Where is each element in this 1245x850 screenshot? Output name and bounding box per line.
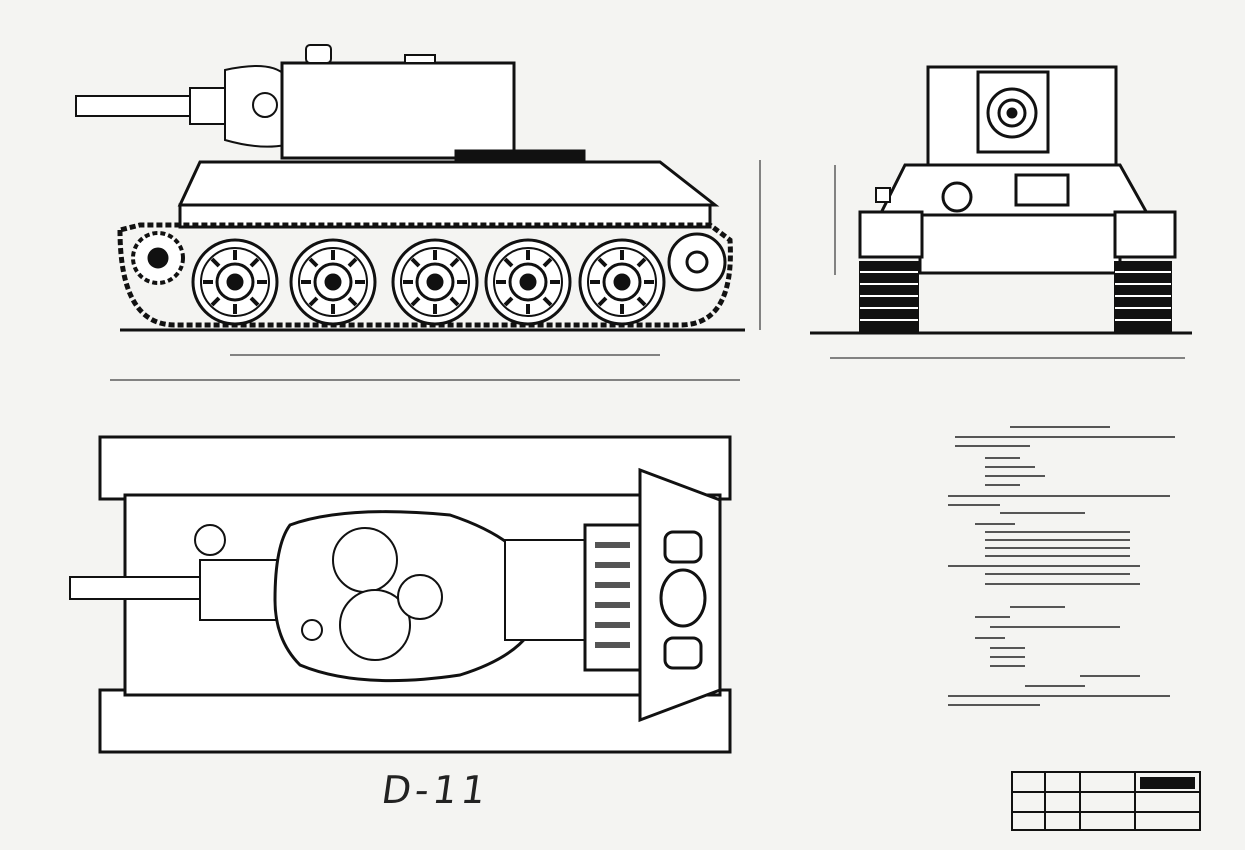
top-engine-deck [504, 539, 586, 641]
front-right-track [1113, 210, 1177, 333]
top-commander-hatch [332, 527, 398, 593]
top-view [69, 435, 732, 754]
side-track [117, 222, 733, 328]
front-view [810, 65, 1192, 359]
side-view [75, 44, 761, 381]
top-right-track [98, 688, 732, 754]
side-road-wheels [191, 238, 666, 326]
top-left-track [98, 435, 732, 501]
technical-notes-block [948, 426, 1175, 706]
title-block [1011, 771, 1201, 831]
front-hull [877, 163, 1151, 217]
drawing-label: D-11 [378, 768, 493, 812]
front-left-track [858, 210, 924, 333]
top-loader-hatch [339, 589, 411, 661]
side-hull [177, 160, 720, 207]
side-gun-barrel [75, 95, 197, 117]
side-idler-wheel [667, 232, 727, 292]
top-gun-barrel [69, 576, 206, 600]
side-turret [280, 61, 516, 160]
